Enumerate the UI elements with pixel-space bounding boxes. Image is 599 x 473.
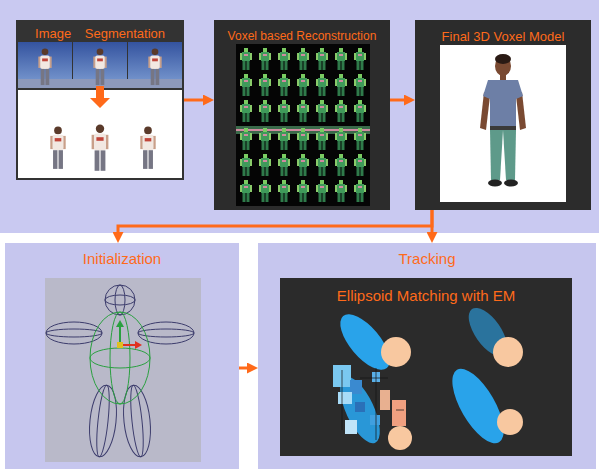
tracking-figures [493, 337, 523, 367]
box-title: Image Segmentation [35, 26, 165, 42]
voxel-grid [240, 74, 366, 96]
voxel-person [440, 45, 566, 202]
ellipsoid-model [46, 322, 102, 344]
tracking-figures [497, 409, 523, 435]
voxel-person [440, 45, 566, 202]
tracking-figures [388, 426, 412, 450]
ellipsoid-model [90, 312, 150, 404]
flow-arrow [431, 210, 434, 236]
flow-arrow [390, 99, 408, 102]
connector-group [118, 100, 432, 368]
ellipsoid-model [116, 320, 124, 327]
stage-panel: Initialization [5, 243, 239, 469]
top-band [0, 0, 599, 233]
ellipsoid-model [86, 384, 119, 458]
stage-box: Final 3D Voxel Model [415, 20, 591, 210]
tracking-figures [396, 410, 404, 411]
voxel-person [503, 130, 516, 180]
arrow-tip [432, 210, 433, 243]
tracking-figures [370, 415, 380, 425]
segmentation-photos [18, 42, 182, 178]
segmentation-photos [50, 127, 65, 169]
segmentation-photos [148, 48, 161, 85]
flow-arrow [118, 210, 432, 236]
ellipsoid-model [120, 384, 153, 458]
voxel-grid [240, 154, 366, 176]
stage-box: Voxel based Reconstruction [214, 20, 390, 210]
ellipsoid-model [90, 312, 150, 404]
box-fill [5, 243, 239, 469]
ellipsoid-model [45, 278, 201, 462]
voxel-grid [240, 180, 366, 202]
tracking-figures [376, 368, 377, 440]
box-title: Final 3D Voxel Model [442, 29, 565, 45]
ellipsoid-model [45, 278, 201, 462]
tracking-figures [338, 392, 352, 404]
stage-box: Image Segmentation [16, 20, 184, 180]
ellipsoid-model [90, 348, 150, 368]
arrow-tip [118, 210, 432, 243]
box-title: Initialization [83, 250, 161, 268]
tracking-figures [392, 400, 406, 426]
method-box: Ellipsoid Matching with EM [280, 278, 572, 456]
stage-panel: TrackingEllipsoid Matching with EM [258, 243, 596, 469]
voxel-grid [240, 128, 366, 150]
ellipsoid-model [110, 312, 130, 404]
ellipsoid-model [135, 341, 142, 349]
box-title: Tracking [399, 250, 456, 268]
voxel-grid [236, 44, 370, 206]
segmentation-photos [140, 127, 155, 169]
tracking-figures [360, 378, 388, 379]
ellipsoid-model [46, 285, 194, 458]
arrow-tip [184, 100, 214, 101]
ellipsoid-model [138, 322, 194, 344]
segmentation-photos [92, 125, 109, 171]
tracking-figures [380, 390, 390, 410]
segmentation-photos [93, 48, 106, 85]
tracking-figures [342, 370, 343, 430]
tracking-figures [345, 420, 357, 434]
ellipsoid-model [105, 285, 135, 315]
voxel-grid [240, 48, 366, 70]
segmentation-photos [38, 48, 51, 85]
box-fill [16, 20, 184, 180]
ellipsoid-model [105, 295, 135, 305]
box-title: Voxel based Reconstruction [228, 29, 377, 43]
flow-arrow [184, 99, 207, 102]
tracking-figures [381, 337, 411, 367]
ellipsoid-model [115, 285, 125, 315]
box-fill [214, 20, 390, 210]
box-fill [5, 20, 596, 469]
voxel-person [483, 80, 523, 128]
voxel-grid [240, 100, 366, 122]
tracking-figures [355, 402, 365, 412]
tracking-figures [442, 361, 513, 451]
voxel-person [490, 130, 503, 180]
box-fill [280, 278, 572, 456]
tracking-figures [332, 302, 523, 451]
voxel-person [495, 54, 511, 64]
box-fill [415, 20, 591, 210]
tracking-figures [350, 380, 362, 394]
voxel-person [504, 180, 518, 187]
flow-arrow [239, 367, 251, 370]
box-title: Ellipsoid Matching with EM [337, 287, 515, 305]
arrow-tip [239, 368, 258, 369]
arrow-tip [390, 100, 415, 101]
voxel-grid [236, 44, 370, 206]
voxel-person [488, 180, 502, 187]
box-fill [258, 243, 596, 469]
segmentation-photos [90, 86, 110, 108]
voxel-person [490, 126, 516, 130]
ellipsoid-model [117, 342, 123, 348]
